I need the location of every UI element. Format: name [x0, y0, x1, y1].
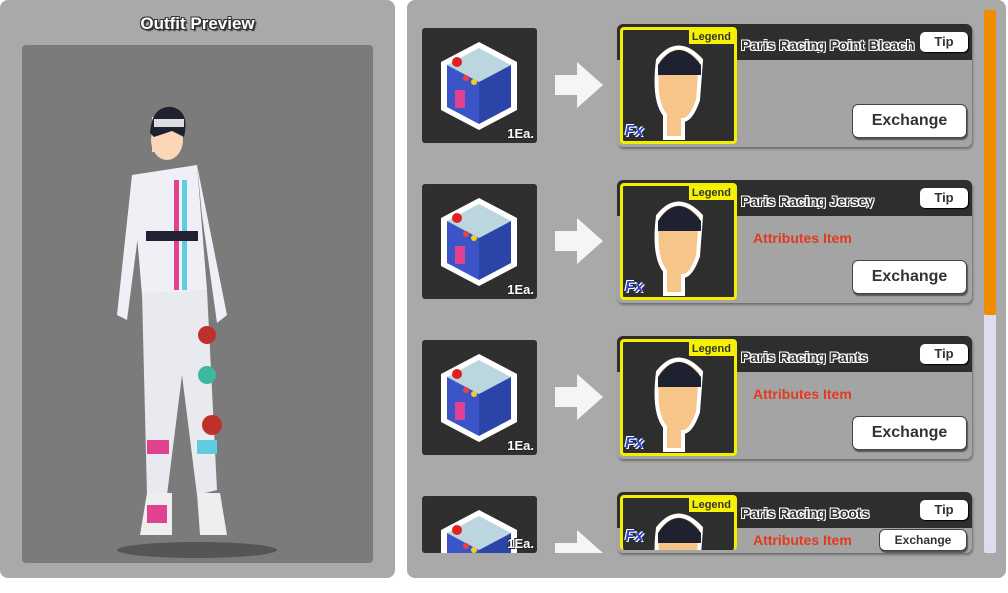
reward-card: Legend Fx Paris Racing Point Bleach Tip …	[617, 24, 972, 147]
reward-item-thumbnail[interactable]: Legend Fx	[620, 27, 737, 144]
fx-badge: Fx	[625, 123, 644, 140]
source-item-box[interactable]: 1Ea.	[422, 496, 537, 593]
scrollbar[interactable]	[984, 10, 996, 553]
reward-item-thumbnail[interactable]: Legend Fx	[620, 339, 737, 456]
quantity-label: 1Ea.	[507, 536, 534, 551]
attributes-label: Attributes Item	[753, 230, 852, 246]
exchange-list: 1Ea. Legend Fx Paris Racing Point Bleach…	[407, 0, 982, 593]
reward-card: Legend Fx Paris Racing Jersey Tip Attrib…	[617, 180, 972, 303]
attributes-label: Attributes Item	[753, 386, 852, 402]
fx-badge: Fx	[625, 279, 644, 296]
attributes-label: Attributes Item	[753, 532, 852, 548]
exchange-row: 1Ea. Legend Fx Paris Racing Boots Tip At…	[407, 468, 982, 593]
character-model	[117, 106, 277, 558]
arrow-right-icon	[555, 62, 603, 108]
item-image	[654, 513, 704, 550]
fx-badge: Fx	[625, 528, 644, 545]
item-name: Paris Racing Point Bleach	[741, 37, 915, 53]
source-item-box[interactable]: 1Ea.	[422, 28, 537, 143]
quantity-label: 1Ea.	[507, 126, 534, 141]
item-image	[654, 45, 704, 140]
exchange-button[interactable]: Exchange	[879, 529, 967, 551]
tip-button[interactable]: Tip	[920, 188, 968, 208]
exchange-row: 1Ea. Legend Fx Paris Racing Jersey Tip A…	[407, 156, 982, 303]
item-image	[654, 201, 704, 296]
source-item-box[interactable]: 1Ea.	[422, 184, 537, 299]
item-name: Paris Racing Jersey	[741, 193, 875, 209]
quantity-label: 1Ea.	[507, 438, 534, 453]
preview-title: Outfit Preview	[140, 14, 255, 33]
exchange-row: 1Ea. Legend Fx Paris Racing Pants Tip At…	[407, 312, 982, 459]
scrollbar-thumb[interactable]	[984, 10, 996, 315]
tip-button[interactable]: Tip	[920, 500, 968, 520]
item-name: Paris Racing Boots	[741, 505, 870, 521]
legend-badge: Legend	[688, 186, 734, 200]
legend-badge: Legend	[688, 498, 734, 512]
reward-item-thumbnail[interactable]: Legend Fx	[620, 183, 737, 300]
capsule-box-icon	[441, 354, 517, 442]
arrow-right-icon	[555, 218, 603, 264]
item-name: Paris Racing Pants	[741, 349, 868, 365]
character-preview[interactable]	[22, 45, 373, 563]
arrow-right-icon	[555, 374, 603, 420]
exchange-button[interactable]: Exchange	[852, 104, 967, 138]
reward-card: Legend Fx Paris Racing Pants Tip Attribu…	[617, 336, 972, 459]
exchange-button[interactable]: Exchange	[852, 260, 967, 294]
reward-item-thumbnail[interactable]: Legend Fx	[620, 495, 737, 550]
legend-badge: Legend	[688, 30, 734, 44]
tip-button[interactable]: Tip	[920, 344, 968, 364]
legend-badge: Legend	[688, 342, 734, 356]
fx-badge: Fx	[625, 435, 644, 452]
exchange-button[interactable]: Exchange	[852, 416, 967, 450]
source-item-box[interactable]: 1Ea.	[422, 340, 537, 455]
capsule-box-icon	[441, 198, 517, 286]
quantity-label: 1Ea.	[507, 282, 534, 297]
capsule-box-icon	[441, 42, 517, 130]
reward-card: Legend Fx Paris Racing Boots Tip Attribu…	[617, 492, 972, 553]
tip-button[interactable]: Tip	[920, 32, 968, 52]
exchange-panel: 1Ea. Legend Fx Paris Racing Point Bleach…	[407, 0, 1006, 593]
outfit-preview-panel: Outfit Preview	[0, 0, 395, 578]
item-image	[654, 357, 704, 452]
arrow-right-icon	[555, 530, 603, 553]
exchange-row: 1Ea. Legend Fx Paris Racing Point Bleach…	[407, 0, 982, 147]
